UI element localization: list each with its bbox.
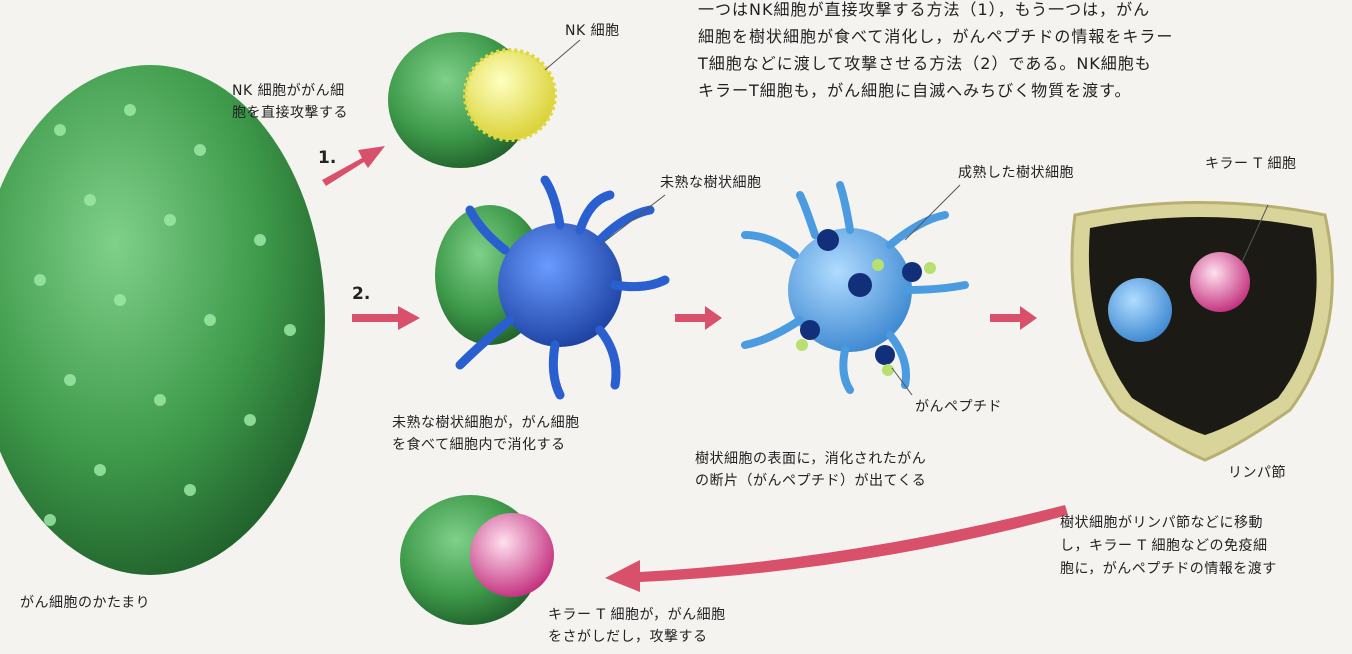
killer-t-label: キラー T 細胞 (1205, 153, 1296, 175)
nk-attack-label-2: 胞を直接攻撃する (232, 102, 348, 124)
immature-dc-cell (435, 180, 665, 395)
lymph-node-label: リンパ節 (1228, 462, 1286, 484)
mature-dc-label: 成熟した樹状細胞 (958, 162, 1074, 184)
immature-dc-label: 未熟な樹状細胞 (660, 172, 762, 194)
killer-attack-cell (400, 495, 554, 625)
description-line-4: キラーT細胞も，がん細胞に自滅へみちびく物質を渡す。 (698, 77, 1132, 104)
description-line-1: 一つはNK細胞が直接攻撃する方法（1），もう一つは，がん (698, 0, 1150, 23)
cluster-label: がん細胞のかたまり (20, 592, 150, 614)
mature-dc-cell (745, 185, 965, 395)
immature-caption-2: を食べて細胞内で消化する (392, 434, 565, 456)
lymph-node (1072, 203, 1332, 461)
nk-attack-label-1: NK 細胞ががん細 (232, 80, 345, 102)
description-line-2: 細胞を樹状細胞が食べて消化し，がんペプチドの情報をキラー (698, 23, 1173, 50)
migrate-caption-1: 樹状細胞がリンパ節などに移動 (1060, 512, 1263, 534)
surface-caption-1: 樹状細胞の表面に，消化されたがん (695, 448, 926, 470)
migrate-caption-3: 胞に，がんペプチドの情報を渡す (1060, 558, 1277, 580)
description-line-3: T細胞などに渡して攻撃させる方法（2）である。NK細胞も (698, 50, 1152, 77)
peptide-label: がんペプチド (915, 396, 1002, 418)
cancer-cluster (0, 65, 325, 575)
killer-attack-caption-2: をさがしだし，攻撃する (548, 626, 708, 648)
killer-attack-caption-1: キラー T 細胞が，がん細胞 (548, 604, 726, 626)
surface-caption-2: の断片（がんペプチド）が出てくる (695, 470, 926, 492)
step-1-label: 1. (318, 148, 336, 168)
immature-caption-1: 未熟な樹状細胞が，がん細胞 (392, 412, 580, 434)
step-2-label: 2. (352, 284, 370, 304)
nk-attack-cell (388, 32, 580, 168)
nk-cell-label: NK 細胞 (565, 20, 620, 42)
migrate-caption-2: し，キラー T 細胞などの免疫細 (1060, 535, 1267, 557)
